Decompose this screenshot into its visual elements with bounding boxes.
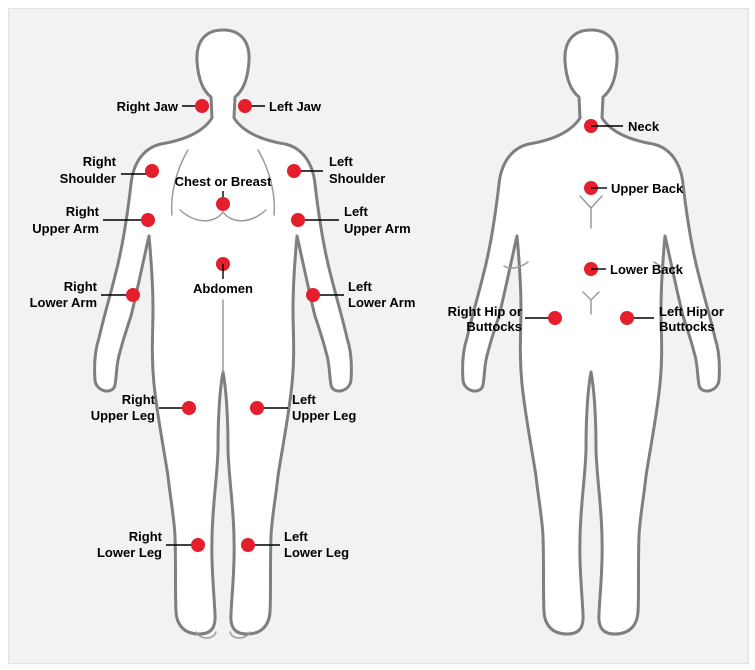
marker-right-shoulder[interactable] bbox=[145, 164, 159, 178]
label-left-hip-1: Left Hip or bbox=[659, 304, 724, 319]
label-right-hip-1: Right Hip or bbox=[448, 304, 522, 319]
label-right-lower-leg-2: Lower Leg bbox=[97, 545, 162, 560]
label-left-hip-2: Buttocks bbox=[659, 319, 715, 334]
label-chest: Chest or Breast bbox=[175, 174, 272, 189]
label-left-shoulder-1: Left bbox=[329, 154, 354, 169]
label-left-upper-arm-1: Left bbox=[344, 204, 369, 219]
label-left-lower-leg-2: Lower Leg bbox=[284, 545, 349, 560]
marker-left-lower-leg[interactable] bbox=[241, 538, 255, 552]
label-lower-back: Lower Back bbox=[610, 262, 684, 277]
label-right-upper-leg-2: Upper Leg bbox=[91, 408, 155, 423]
label-right-shoulder-1: Right bbox=[83, 154, 117, 169]
marker-left-lower-arm[interactable] bbox=[306, 288, 320, 302]
label-neck: Neck bbox=[628, 119, 660, 134]
marker-right-lower-leg[interactable] bbox=[191, 538, 205, 552]
label-right-upper-arm-2: Upper Arm bbox=[32, 221, 99, 236]
label-right-lower-leg-1: Right bbox=[129, 529, 163, 544]
label-left-lower-arm-1: Left bbox=[348, 279, 373, 294]
label-left-upper-leg-1: Left bbox=[292, 392, 317, 407]
marker-left-jaw[interactable] bbox=[238, 99, 252, 113]
marker-left-hip[interactable] bbox=[620, 311, 634, 325]
marker-left-upper-leg[interactable] bbox=[250, 401, 264, 415]
marker-right-hip[interactable] bbox=[548, 311, 562, 325]
label-right-lower-arm-2: Lower Arm bbox=[30, 295, 97, 310]
label-left-upper-leg-2: Upper Leg bbox=[292, 408, 356, 423]
label-right-upper-leg-1: Right bbox=[122, 392, 156, 407]
marker-right-upper-leg[interactable] bbox=[182, 401, 196, 415]
label-left-jaw: Left Jaw bbox=[269, 99, 322, 114]
marker-right-upper-arm[interactable] bbox=[141, 213, 155, 227]
marker-right-jaw[interactable] bbox=[195, 99, 209, 113]
marker-right-lower-arm[interactable] bbox=[126, 288, 140, 302]
label-left-lower-leg-1: Left bbox=[284, 529, 309, 544]
marker-chest[interactable] bbox=[216, 197, 230, 211]
label-left-upper-arm-2: Upper Arm bbox=[344, 221, 411, 236]
label-right-lower-arm-1: Right bbox=[64, 279, 98, 294]
label-left-lower-arm-2: Lower Arm bbox=[348, 295, 415, 310]
label-right-jaw: Right Jaw bbox=[117, 99, 179, 114]
label-left-shoulder-2: Shoulder bbox=[329, 171, 385, 186]
label-right-upper-arm-1: Right bbox=[66, 204, 100, 219]
label-abdomen: Abdomen bbox=[193, 281, 253, 296]
label-right-shoulder-2: Shoulder bbox=[60, 171, 116, 186]
label-upper-back: Upper Back bbox=[611, 181, 684, 196]
marker-left-upper-arm[interactable] bbox=[291, 213, 305, 227]
marker-left-shoulder[interactable] bbox=[287, 164, 301, 178]
label-right-hip-2: Buttocks bbox=[466, 319, 522, 334]
